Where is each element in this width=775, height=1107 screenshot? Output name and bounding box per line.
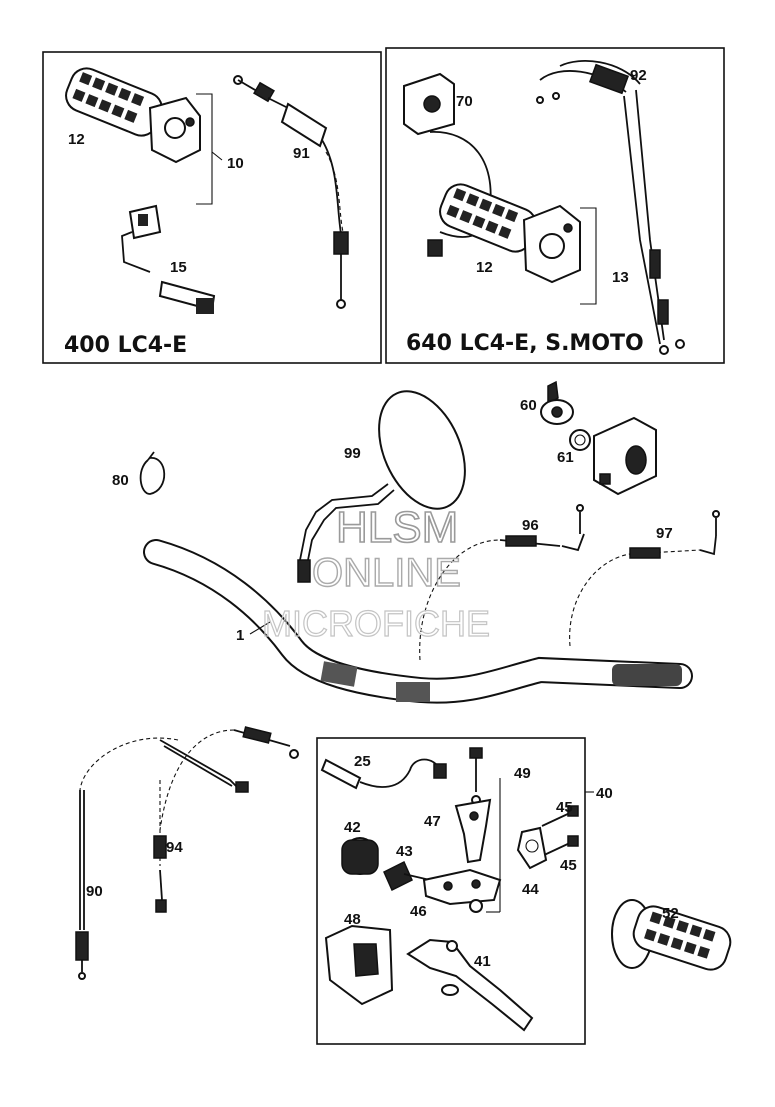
- label-48: 48: [344, 911, 361, 928]
- panel-640-lc4-e-smoto: [385, 47, 725, 364]
- label-94: 94: [166, 839, 183, 856]
- clamp-part-44[interactable]: [516, 826, 548, 870]
- cable-part-96[interactable]: [419, 504, 585, 661]
- throttle-housing-part-10[interactable]: [148, 96, 201, 164]
- bolt-part-49[interactable]: [469, 747, 483, 805]
- label-43: 43: [396, 843, 413, 860]
- cable-part-94[interactable]: [153, 726, 299, 913]
- lever-bracket-part-46[interactable]: [422, 868, 502, 913]
- handlebar-part-1[interactable]: [143, 539, 693, 704]
- label-52: 52: [662, 905, 679, 922]
- leader-10: [211, 151, 223, 161]
- throttle-grip-part-12-left[interactable]: [61, 64, 166, 141]
- label-25: 25: [354, 753, 371, 770]
- leader-1: [249, 621, 271, 635]
- throttle-cable-part-91[interactable]: [233, 75, 349, 309]
- cable-tie-part-80[interactable]: [139, 451, 166, 495]
- label-47: 47: [424, 813, 441, 830]
- switch-part-70[interactable]: [403, 72, 492, 257]
- throttle-cables-part-92[interactable]: [536, 60, 685, 355]
- switch-housing-part-61[interactable]: [593, 416, 657, 496]
- label-45-bottom: 45: [560, 857, 577, 874]
- screw-part-45-top[interactable]: [541, 805, 579, 827]
- clutch-lever-part-41[interactable]: [406, 938, 534, 1032]
- label-97: 97: [656, 525, 673, 542]
- model-label-400-lc4-e: 400 LC4-E: [64, 333, 187, 358]
- label-90: 90: [86, 883, 103, 900]
- label-96: 96: [522, 517, 539, 534]
- label-46: 46: [410, 903, 427, 920]
- label-45-top: 45: [556, 799, 573, 816]
- label-1: 1: [236, 627, 244, 644]
- sensor-part-25[interactable]: [320, 758, 447, 790]
- bracket-line-10: [196, 93, 213, 205]
- label-12-right: 12: [476, 259, 493, 276]
- label-99: 99: [344, 445, 361, 462]
- mirror-part-99[interactable]: [297, 378, 482, 583]
- label-60: 60: [520, 397, 537, 414]
- cable-part-97[interactable]: [569, 510, 720, 647]
- clutch-cable-part-90[interactable]: [75, 737, 179, 980]
- label-15: 15: [170, 259, 187, 276]
- choke-lever-part-60[interactable]: [540, 380, 574, 425]
- label-41: 41: [474, 953, 491, 970]
- bracket-line-13: [580, 207, 597, 305]
- clutch-assembly-box-40: [316, 737, 586, 1045]
- adjuster-part-47[interactable]: [454, 798, 492, 864]
- washer-part-61[interactable]: [569, 429, 591, 451]
- label-44: 44: [522, 881, 539, 898]
- watermark-line-2: ONLINE: [312, 551, 461, 595]
- screw-part-45-bottom[interactable]: [541, 835, 579, 857]
- model-label-640-lc4-e-smoto: 640 LC4-E, S.MOTO: [406, 331, 644, 356]
- label-80: 80: [112, 472, 129, 489]
- label-49: 49: [514, 765, 531, 782]
- label-40: 40: [596, 785, 613, 802]
- panel-400-lc4-e: [42, 51, 382, 364]
- label-10: 10: [227, 155, 244, 172]
- label-12-left: 12: [68, 131, 85, 148]
- throttle-grip-part-12-right[interactable]: [435, 180, 540, 257]
- lever-cover-part-48[interactable]: [324, 924, 394, 1006]
- label-42: 42: [344, 819, 361, 836]
- throttle-housing-part-13[interactable]: [522, 204, 581, 284]
- label-13: 13: [612, 269, 629, 286]
- dust-cover-part-42[interactable]: [341, 837, 379, 875]
- label-91: 91: [293, 145, 310, 162]
- adjusting-screw-part-43[interactable]: [383, 860, 431, 892]
- kill-switch-part-15[interactable]: [121, 204, 216, 314]
- watermark-line-1: HLSM: [336, 503, 458, 552]
- label-70: 70: [456, 93, 473, 110]
- label-92: 92: [630, 67, 647, 84]
- label-61: 61: [557, 449, 574, 466]
- grip-part-52[interactable]: [611, 899, 734, 974]
- watermark-line-3: MICROFICHE: [262, 603, 490, 644]
